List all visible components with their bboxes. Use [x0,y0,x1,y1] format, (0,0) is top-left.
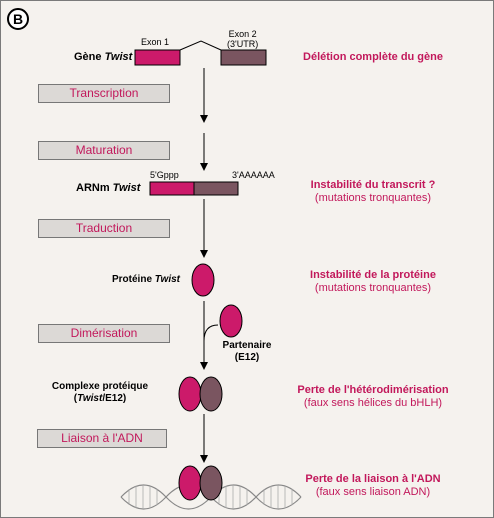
effect-protein-instability-main: Instabilité de la protéine [310,269,436,281]
effect-heterodimerisation-loss-main: Perte de l'hétérodimérisation [297,384,449,396]
exon1-box [134,49,181,66]
panel-label: B [12,11,24,27]
mrna-cap-label: 5'Gppp [150,170,179,180]
gene-label-name: Twist [104,51,133,63]
effect-heterodimerisation-loss-sub: (faux sens hélices du bHLH) [303,397,443,409]
effect-transcript-instability: Instabilité du transcrit ? (mutations tr… [258,179,488,205]
complex-twist-ellipse [178,376,202,412]
effect-heterodimerisation-loss: Perte de l'hétérodimérisation (faux sens… [258,384,488,410]
partner-e12-ellipse [219,304,243,338]
bound-e12-ellipse [199,465,223,501]
complex-label-line2-rest: /E12) [102,393,127,404]
partner-label-line2: (E12) [234,352,260,363]
mrna-label-name: Twist [112,182,141,194]
effect-transcript-instability-sub: (mutations tronquantes) [314,192,432,204]
effect-gene-deletion-main: Délétion complète du gène [303,51,443,63]
mrna-label-prefix: ARNm [76,182,113,194]
mrna-tail-label: 3'AAAAAA [232,170,275,180]
effect-dna-binding-loss: Perte de la liaison à l'ADN (faux sens l… [258,473,488,499]
mrna-exon1-segment [149,181,195,196]
effect-protein-instability: Instabilité de la protéine (mutations tr… [258,269,488,295]
gene-label: Gène Twist [74,51,132,63]
exon2-box [220,49,267,66]
intron-line [179,40,222,51]
protein-label: Protéine Twist [112,274,180,285]
complex-label-line1: Complexe protéique [51,381,149,392]
step-traduction: Traduction [38,219,170,238]
exon1-label: Exon 1 [141,37,170,47]
effect-transcript-instability-main: Instabilité du transcrit ? [310,179,436,191]
protein-label-prefix: Protéine [112,274,155,285]
gene-label-prefix: Gène [74,51,105,63]
exon2-label-line2: (3'UTR) [227,39,259,49]
partner-join-line [203,324,219,342]
step-maturation: Maturation [38,141,170,160]
complex-label: Complexe protéique (Twist/E12) [39,381,161,405]
panel-label-circle [7,8,29,30]
complex-label-line2-name: Twist [77,393,103,404]
effect-protein-instability-sub: (mutations tronquantes) [314,282,432,294]
mrna-label: ARNm Twist [76,182,140,194]
effect-gene-deletion: Délétion complète du gène [258,51,488,64]
mrna-exon2-segment [193,181,239,196]
exon2-label: Exon 2 (3'UTR) [227,29,258,49]
partner-label-line1: Partenaire [222,340,272,351]
bound-twist-ellipse [178,465,202,501]
effect-dna-binding-loss-main: Perte de la liaison à l'ADN [305,473,441,485]
step-transcription: Transcription [38,84,170,103]
step-liaison-adn: Liaison à l'ADN [37,429,167,448]
exon2-label-line1: Exon 2 [228,29,257,39]
protein-label-name: Twist [154,274,180,285]
complex-e12-ellipse [199,376,223,412]
step-dimerisation: Dimérisation [38,324,170,343]
partner-label: Partenaire (E12) [219,340,275,364]
complex-label-line2-open: ( [73,393,78,404]
twist-protein-ellipse [191,263,215,297]
effect-dna-binding-loss-sub: (faux sens liaison ADN) [315,486,431,498]
